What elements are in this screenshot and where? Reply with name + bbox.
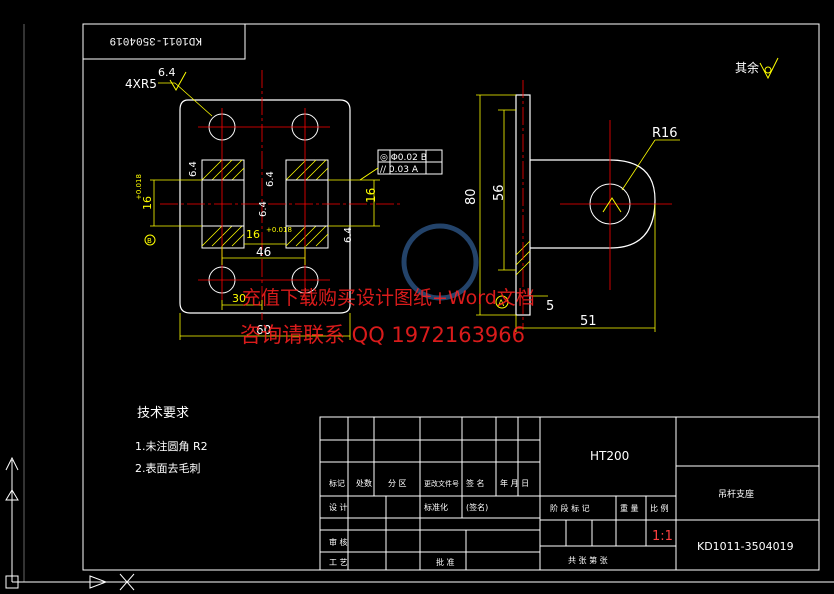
dim-16-left: 16 bbox=[141, 196, 154, 210]
tech-item-1: 1.未注圆角 R2 bbox=[135, 439, 208, 453]
roughness-slot-3: 6.4 bbox=[258, 201, 269, 217]
sign-label: (签名) bbox=[466, 502, 488, 512]
stamp-code-box bbox=[82, 23, 246, 60]
roughness-slot-4: 6.4 bbox=[343, 227, 354, 243]
dim-16-left-tol: +0.018 bbox=[135, 174, 143, 200]
part-name: 吊杆支座 bbox=[718, 488, 754, 500]
roughness-slot-1: 6.4 bbox=[188, 161, 199, 177]
dim-56: 56 bbox=[492, 184, 507, 201]
check-label: 审 核 bbox=[329, 537, 348, 547]
dim-60: 60 bbox=[256, 323, 271, 337]
dim-5: 5 bbox=[546, 299, 554, 314]
watermark: 充值下载购买设计图纸+Word文档 咨询请联系 QQ 1972163966 bbox=[240, 223, 535, 347]
material: HT200 bbox=[590, 449, 629, 463]
watermark-line2: 咨询请联系 QQ 1972163966 bbox=[240, 323, 525, 347]
title-block bbox=[319, 416, 820, 571]
standard-label: 标准化 bbox=[424, 502, 448, 512]
craft-label: 工 艺 bbox=[329, 558, 348, 567]
row-label-1: 处数 bbox=[356, 478, 372, 488]
weight-label: 重 量 bbox=[620, 503, 639, 513]
datum-b-front: B bbox=[147, 237, 152, 245]
row-label-3: 更改文件号 bbox=[424, 479, 459, 488]
watermark-line1: 充值下载购买设计图纸+Word文档 bbox=[242, 287, 535, 309]
sheet-label: 共 张 第 张 bbox=[568, 555, 608, 565]
dim-80: 80 bbox=[464, 188, 479, 205]
design-label: 设 计 bbox=[329, 502, 348, 512]
front-view: 4XR5 6.4 16 +0.018 16 +0.018 46 60 30 16… bbox=[125, 66, 443, 340]
dim-30: 30 bbox=[232, 292, 246, 305]
datum-a-side: A bbox=[498, 299, 505, 309]
dim-51: 51 bbox=[580, 314, 597, 329]
stamp-code: KD1011-3504019 bbox=[110, 34, 202, 46]
row-label-5: 年 月 日 bbox=[500, 478, 529, 488]
row-label-2: 分 区 bbox=[388, 479, 407, 488]
dim-46: 46 bbox=[256, 245, 271, 259]
surface-note: 其余 bbox=[735, 60, 759, 75]
geom-tol-1: ◎ Φ0.02 B bbox=[380, 153, 427, 163]
tech-item-2: 2.表面去毛刺 bbox=[135, 461, 201, 475]
roughness-top: 6.4 bbox=[158, 66, 176, 79]
roughness-slot-2: 6.4 bbox=[265, 171, 276, 187]
row-label-0: 标记 bbox=[329, 478, 345, 488]
radius-label: R16 bbox=[652, 126, 678, 141]
side-view: R16 80 56 5 51 A bbox=[464, 80, 680, 332]
roughness-symbol bbox=[759, 57, 779, 80]
approve-label: 批 准 bbox=[436, 557, 455, 567]
scale: 1:1 bbox=[652, 529, 673, 544]
tech-title: 技术要求 bbox=[137, 406, 189, 421]
ucs-icon bbox=[5, 456, 135, 591]
geom-tol-2: // 0.03 A bbox=[380, 165, 419, 175]
row-label-4: 签 名 bbox=[466, 478, 485, 488]
drawing-no: KD1011-3504019 bbox=[697, 540, 794, 553]
dim-16-center-tol: +0.018 bbox=[266, 226, 292, 234]
dim-16-right: 16 bbox=[364, 188, 378, 203]
part-label: 4XR5 bbox=[125, 77, 157, 91]
scale-label: 比 例 bbox=[650, 503, 669, 513]
stage-label: 阶 段 标 记 bbox=[550, 503, 590, 513]
dim-16-center: 16 bbox=[246, 228, 260, 241]
